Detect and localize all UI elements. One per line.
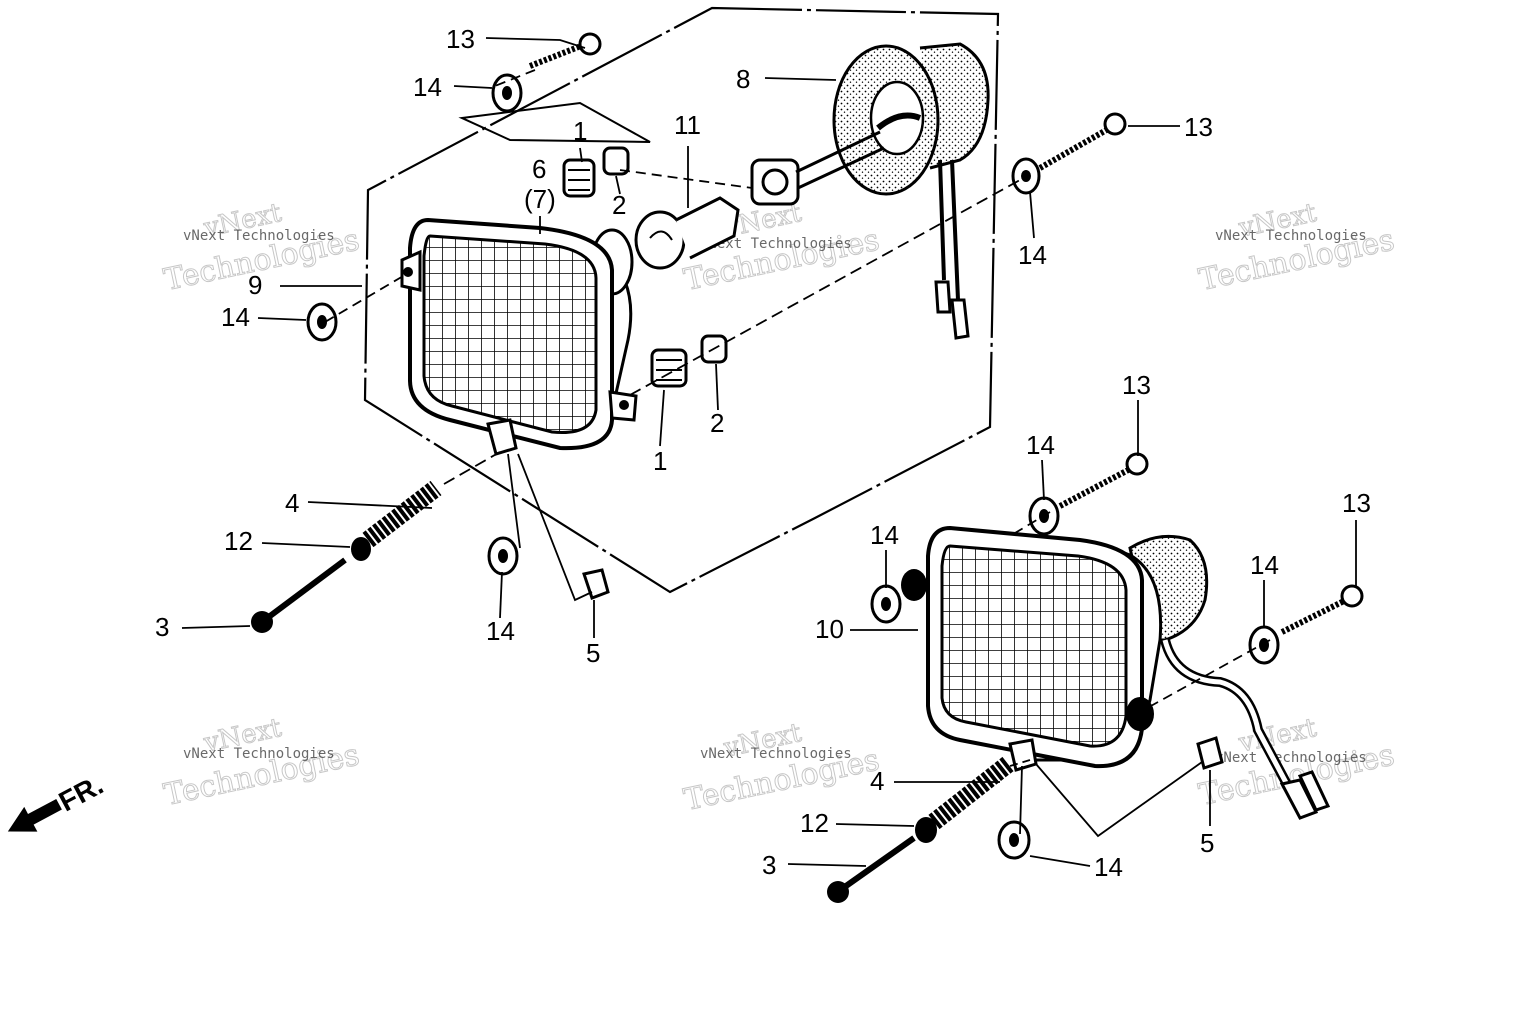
watermark-text: vNext Technologies: [183, 228, 335, 244]
arrow-left-icon: [7, 798, 62, 832]
part-14-washer-right-bottom: [997, 820, 1031, 860]
part-14-washer-bottom-left: [487, 536, 519, 576]
part-5-nut-left: [582, 568, 610, 600]
watermark-text: vNext Technologies: [183, 746, 335, 762]
callout-14: 14: [221, 302, 250, 332]
part-12-washer-right: [915, 817, 937, 843]
part-8-socket-boot: [832, 42, 990, 340]
callout-14: 14: [486, 616, 515, 646]
part-12-washer-left: [351, 537, 371, 561]
assembly-boundary: [363, 6, 1000, 594]
callout-6: 6: [532, 154, 546, 184]
callout-8: 8: [736, 64, 750, 94]
part-14-washer-top: [491, 73, 523, 113]
callout-4: 4: [870, 766, 884, 796]
part-3-bolt-left: [251, 557, 347, 633]
part-14-washer-left: [306, 302, 338, 342]
part-1-grommet-top: [562, 158, 596, 198]
callout-4: 4: [285, 488, 299, 518]
callout-5: 5: [586, 638, 600, 668]
callout-13: 13: [1342, 488, 1371, 518]
callout-labels: 13 14 8 13 11 1 6 (7) 2 14 9 14 2 1 4 12…: [155, 24, 1371, 882]
callout-9: 9: [248, 270, 262, 300]
bulb-socket: [750, 130, 885, 206]
part-13-bolt-right-top: [1058, 452, 1149, 509]
callout-13: 13: [1122, 370, 1151, 400]
callout-1: 1: [653, 446, 667, 476]
leader-lines: [181, 37, 1357, 867]
part-13-bolt-right-side: [1280, 584, 1364, 635]
part-13-bolt-upper-right: [1038, 112, 1127, 171]
watermark-text: vNext Technologies: [700, 236, 852, 252]
callout-14: 14: [413, 72, 442, 102]
callout-3: 3: [762, 850, 776, 880]
callout-12: 12: [224, 526, 253, 556]
part-11-bulb: [634, 196, 740, 270]
part-14-washer-right-side: [1248, 625, 1280, 665]
part-4-spring-right: [928, 756, 1014, 830]
watermark-text: vNext Technologies: [1215, 750, 1367, 766]
right-assembly-axes: [1009, 511, 1271, 838]
part-13-bolt-top: [528, 32, 602, 69]
part-2-collar-top: [602, 146, 630, 176]
part-14-washer-right-left: [870, 584, 902, 624]
callout-2: 2: [710, 408, 724, 438]
callout-14: 14: [870, 520, 899, 550]
front-label: FR.: [54, 769, 108, 818]
callout-10: 10: [815, 614, 844, 644]
watermark-text: vNext Technologies: [700, 746, 852, 762]
part-14-washer-upper-right: [1011, 157, 1041, 195]
callout-14: 14: [1026, 430, 1055, 460]
callout-2: 2: [612, 190, 626, 220]
callout-14: 14: [1094, 852, 1123, 882]
callout-5: 5: [1200, 828, 1214, 858]
callout-3: 3: [155, 612, 169, 642]
part-4-spring-left: [362, 480, 442, 548]
callout-13: 13: [1184, 112, 1213, 142]
left-assembly-axes: [324, 69, 1021, 602]
callout-12: 12: [800, 808, 829, 838]
callout-13: 13: [446, 24, 475, 54]
front-direction-indicator: FR.: [7, 769, 108, 832]
watermark-group: vNext Technologies vNext Technologies vN…: [160, 197, 1397, 818]
headlight-left: [400, 217, 638, 456]
part-5-nut-right: [1196, 736, 1224, 770]
part-1-grommet-mid: [650, 348, 688, 388]
callout-11: 11: [674, 110, 701, 140]
socket-subgroup-boundary: [458, 101, 651, 143]
callout-14: 14: [1018, 240, 1047, 270]
callout-7: (7): [524, 184, 556, 214]
part-3-bolt-right: [827, 835, 916, 903]
watermark-text: vNext Technologies: [1215, 228, 1367, 244]
callout-14: 14: [1250, 550, 1279, 580]
callout-1: 1: [573, 116, 587, 146]
headlight-right: [901, 525, 1331, 820]
